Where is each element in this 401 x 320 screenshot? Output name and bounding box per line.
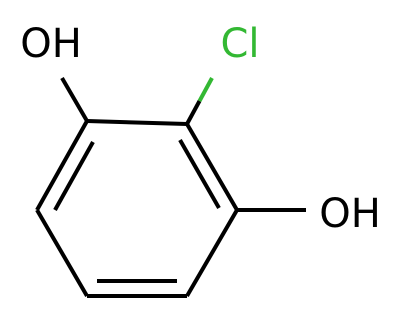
ring-bond-c1-c2 — [86, 119, 188, 126]
ring-bond-c5-c6 — [35, 208, 89, 298]
double-bond-inner-c6-c1 — [53, 141, 95, 211]
atom-label-oh-right: OH — [319, 191, 381, 237]
ring-bond-c3-c4 — [185, 208, 239, 298]
atom-label-oh-top: OH — [20, 21, 82, 67]
bond-c1-oh — [60, 76, 89, 123]
double-bond-inner-c2-c3 — [178, 139, 221, 209]
atom-label-cl: Cl — [220, 21, 259, 67]
bond-c2-cl-halogen-half — [197, 77, 214, 102]
bond-c2-cl — [185, 100, 202, 125]
ring-bond-c6-c1 — [35, 120, 89, 211]
ring-bond-c2-c3 — [185, 122, 239, 212]
